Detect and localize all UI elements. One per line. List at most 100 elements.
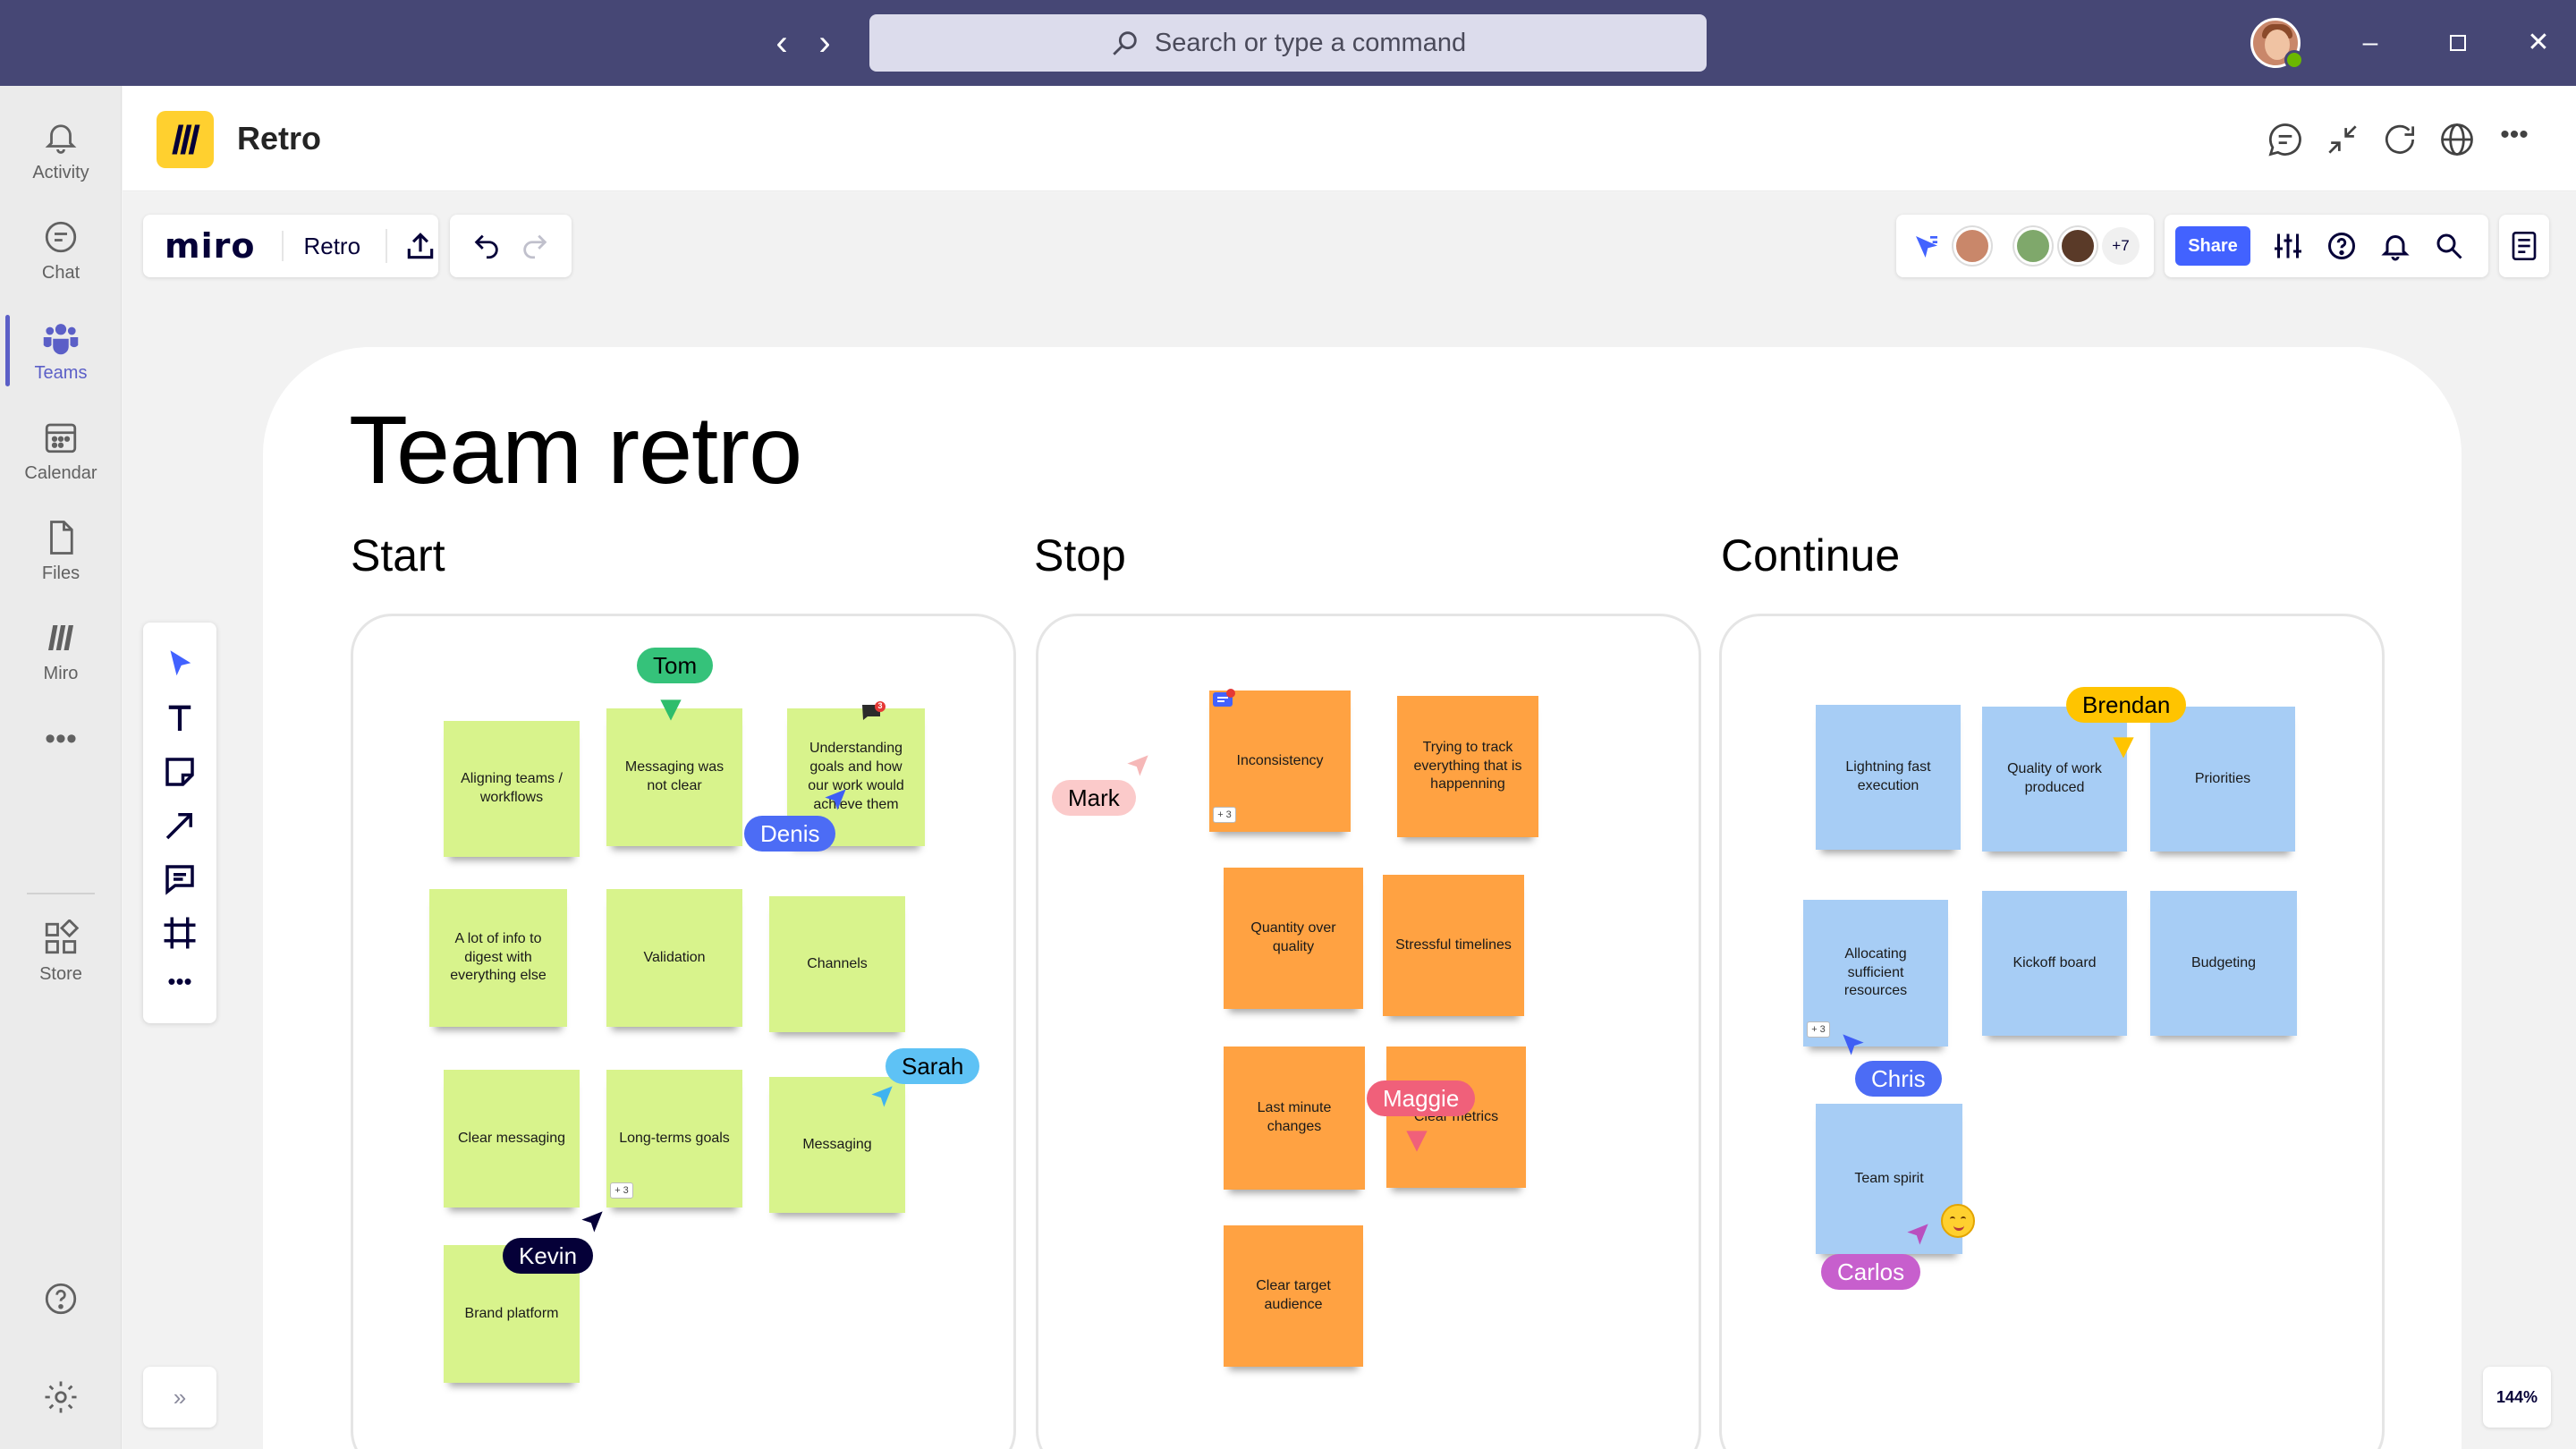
teams-icon bbox=[43, 323, 79, 354]
back-arrow-icon[interactable]: ‹ bbox=[775, 23, 788, 63]
cursor-arrow-icon bbox=[1127, 755, 1148, 776]
sticky-note[interactable]: Clear metrics bbox=[1386, 1046, 1526, 1188]
sticky-note[interactable]: Budgeting bbox=[2150, 891, 2297, 1036]
sticky-note[interactable]: Quality of work produced bbox=[1982, 707, 2127, 852]
board-title[interactable]: Team retro bbox=[349, 395, 802, 504]
rail-item-files[interactable]: Files bbox=[0, 506, 122, 596]
miro-brand[interactable]: miro bbox=[165, 226, 256, 266]
share-button[interactable]: Share bbox=[2175, 226, 2250, 266]
frame-icon[interactable] bbox=[161, 914, 199, 952]
board-menu: miro Retro bbox=[143, 215, 438, 277]
sticky-note[interactable]: A lot of info to digest with everything … bbox=[429, 889, 567, 1027]
cursor-arrow-icon bbox=[871, 1086, 893, 1107]
sticky-note[interactable]: Trying to track everything that is happe… bbox=[1397, 696, 1538, 837]
upload-icon[interactable] bbox=[386, 229, 437, 263]
comment-badge-icon[interactable]: 3 bbox=[860, 701, 886, 724]
undo-icon[interactable] bbox=[471, 231, 502, 261]
column-title-continue[interactable]: Continue bbox=[1721, 530, 1901, 580]
cursor-arrow-icon bbox=[1406, 1131, 1428, 1152]
notifications-bell-icon[interactable] bbox=[2379, 230, 2411, 262]
expand-panel-icon[interactable]: » bbox=[143, 1367, 216, 1428]
reactions-cursor-icon[interactable] bbox=[1912, 233, 1941, 261]
collapse-icon[interactable] bbox=[2323, 120, 2362, 159]
help-icon[interactable] bbox=[2326, 230, 2358, 262]
search-placeholder: Search or type a command bbox=[1154, 28, 1467, 57]
globe-icon[interactable] bbox=[2437, 120, 2477, 159]
comment-badge-icon[interactable] bbox=[1211, 689, 1236, 712]
rail-item-store[interactable]: Store bbox=[0, 907, 122, 996]
cursor-label-brendan: Brendan bbox=[2066, 687, 2187, 723]
cursor-label-tom: Tom bbox=[637, 648, 714, 683]
notes-panel-button[interactable] bbox=[2499, 215, 2549, 277]
reaction-count-badge[interactable]: + 3 bbox=[1807, 1021, 1830, 1038]
more-options-icon[interactable]: ••• bbox=[2500, 120, 2529, 149]
miro-logo-icon bbox=[157, 111, 214, 168]
sticky-note[interactable]: Long-terms goals bbox=[606, 1070, 742, 1208]
conversation-icon[interactable] bbox=[2266, 120, 2305, 159]
column-title-stop[interactable]: Stop bbox=[1034, 530, 1126, 580]
sticky-note[interactable]: Channels bbox=[769, 896, 905, 1032]
cursor-arrow-icon bbox=[2113, 737, 2134, 758]
sticky-note[interactable]: Lightning fast execution bbox=[1816, 705, 1961, 850]
text-tool-icon[interactable] bbox=[161, 699, 199, 737]
reaction-count-badge[interactable]: + 3 bbox=[1213, 807, 1236, 823]
minimize-icon[interactable]: – bbox=[2362, 28, 2378, 57]
close-icon[interactable]: ✕ bbox=[2527, 28, 2550, 57]
app-rail: Activity Chat Teams Calendar Files Miro … bbox=[0, 86, 122, 1449]
sticky-note[interactable]: Stressful timelines bbox=[1383, 875, 1524, 1016]
app-title: Retro bbox=[237, 120, 322, 157]
sticky-note[interactable]: Validation bbox=[606, 889, 742, 1027]
presence-available-icon bbox=[2284, 50, 2304, 70]
rail-item-activity[interactable]: Activity bbox=[0, 106, 122, 195]
sticky-note[interactable]: Clear target audience bbox=[1224, 1225, 1363, 1367]
more-collaborators-count[interactable]: +7 bbox=[2102, 227, 2140, 265]
emoji-reaction-icon[interactable] bbox=[1941, 1204, 1975, 1238]
forward-arrow-icon[interactable]: › bbox=[818, 23, 831, 63]
more-apps-icon[interactable]: ••• bbox=[45, 721, 77, 756]
search-input[interactable]: Search or type a command bbox=[869, 14, 1707, 72]
rail-divider bbox=[27, 893, 95, 894]
rail-item-miro[interactable]: Miro bbox=[0, 606, 122, 696]
rail-item-calendar[interactable]: Calendar bbox=[0, 406, 122, 496]
redo-icon[interactable] bbox=[520, 231, 550, 261]
more-tools-icon[interactable]: ••• bbox=[167, 968, 192, 995]
miro-icon bbox=[48, 624, 73, 650]
sticky-note[interactable]: Clear messaging bbox=[444, 1070, 580, 1208]
connection-line-icon[interactable] bbox=[161, 807, 199, 844]
reaction-count-badge[interactable]: + 3 bbox=[610, 1182, 633, 1199]
store-icon bbox=[45, 919, 80, 953]
settings-gear-icon[interactable] bbox=[0, 1352, 122, 1442]
cursor-arrow-icon bbox=[581, 1211, 603, 1233]
search-icon[interactable] bbox=[2433, 230, 2465, 262]
cursor-arrow-icon bbox=[825, 789, 846, 810]
rail-item-chat[interactable]: Chat bbox=[0, 206, 122, 295]
rail-item-teams[interactable]: Teams bbox=[0, 306, 122, 395]
refresh-icon[interactable] bbox=[2380, 120, 2419, 159]
maximize-icon[interactable] bbox=[2436, 21, 2479, 64]
sticky-note[interactable]: Aligning teams / workflows bbox=[444, 721, 580, 857]
sticky-note[interactable]: Priorities bbox=[2150, 707, 2295, 852]
select-cursor-icon[interactable] bbox=[161, 646, 199, 683]
sticky-note[interactable]: Quantity over quality bbox=[1224, 868, 1363, 1009]
board-name[interactable]: Retro bbox=[282, 231, 360, 261]
sticky-note[interactable]: Kickoff board bbox=[1982, 891, 2127, 1036]
sticky-note[interactable]: Last minute changes bbox=[1224, 1046, 1365, 1190]
column-stop[interactable] bbox=[1036, 614, 1701, 1449]
sticky-note-icon[interactable] bbox=[161, 753, 199, 791]
search-icon bbox=[1113, 31, 1137, 55]
cursor-arrow-icon bbox=[1843, 1034, 1864, 1055]
zoom-level[interactable]: 144% bbox=[2483, 1367, 2551, 1428]
sticky-note[interactable]: Messaging was not clear bbox=[606, 708, 742, 846]
sticky-note[interactable]: Team spirit bbox=[1816, 1104, 1962, 1254]
settings-sliders-icon[interactable] bbox=[2272, 230, 2304, 262]
collaborator-avatar[interactable] bbox=[2059, 227, 2097, 265]
cursor-label-sarah: Sarah bbox=[886, 1048, 980, 1084]
collaborator-avatar[interactable] bbox=[1953, 227, 1991, 265]
column-title-start[interactable]: Start bbox=[351, 530, 445, 580]
board-tools: Share bbox=[2165, 215, 2488, 277]
bell-icon bbox=[45, 123, 77, 154]
collaborator-avatar[interactable] bbox=[2014, 227, 2052, 265]
help-icon[interactable] bbox=[0, 1254, 122, 1343]
cursor-label-chris: Chris bbox=[1855, 1061, 1942, 1097]
comment-icon[interactable] bbox=[161, 860, 199, 898]
